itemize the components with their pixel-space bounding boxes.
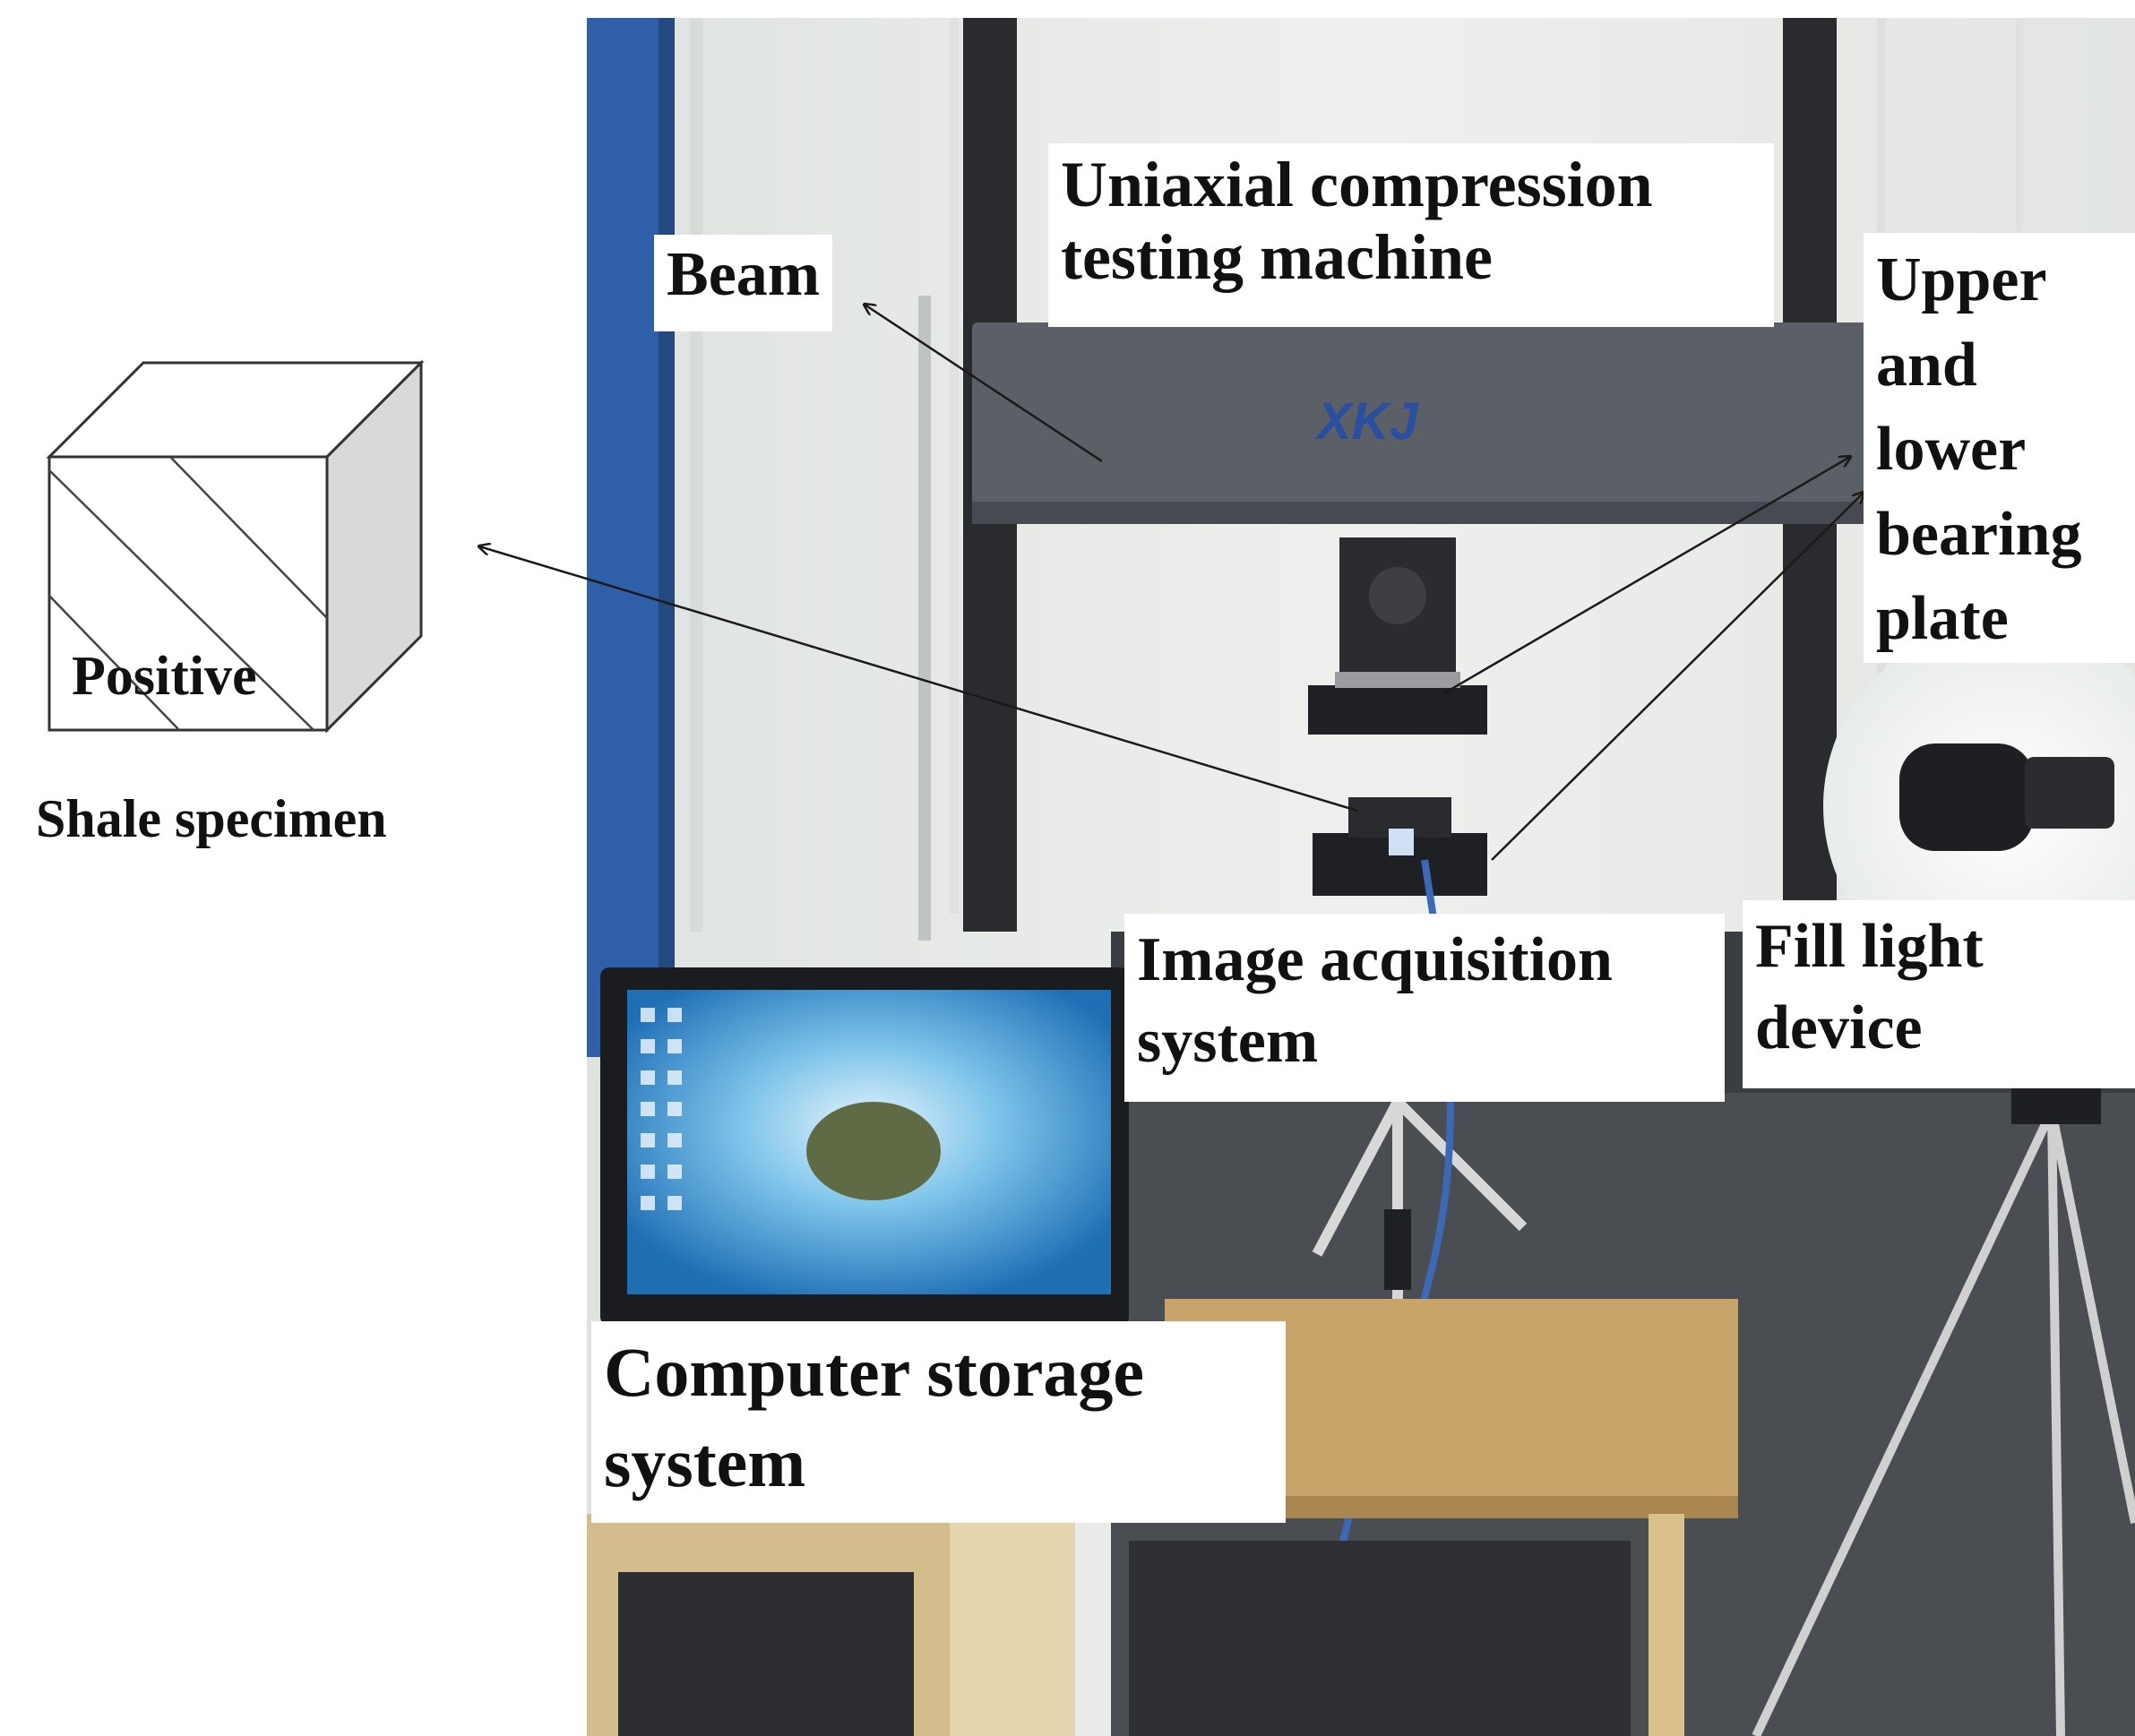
label-fill-light: Fill light device: [1743, 900, 2135, 1088]
label-computer-storage: Computer storage system: [591, 1321, 1286, 1523]
specimen-caption: Shale specimen: [36, 789, 387, 848]
label-beam: Beam: [654, 235, 833, 331]
svg-text:XKJ: XKJ: [1314, 392, 1420, 451]
upper-bearing-plate: [1308, 685, 1487, 735]
specimen-face-label: Positive: [72, 646, 257, 707]
label-image-acquisition: Image acquisition system: [1124, 914, 1725, 1102]
table-leg-right: [1649, 1514, 1684, 1736]
fill-light-tripod: [1752, 1108, 2135, 1736]
fill-light-lamp: [1899, 743, 2034, 851]
vertical-pipe: [918, 296, 931, 941]
blue-column: [587, 18, 659, 1057]
desktop-icons: [641, 1008, 682, 1210]
label-bearing-plate: Upper and lower bearing plate: [1864, 233, 2135, 663]
crossbeam: [972, 322, 1872, 524]
label-testing-machine: Uniaxial compression testing machine: [1048, 143, 1774, 327]
